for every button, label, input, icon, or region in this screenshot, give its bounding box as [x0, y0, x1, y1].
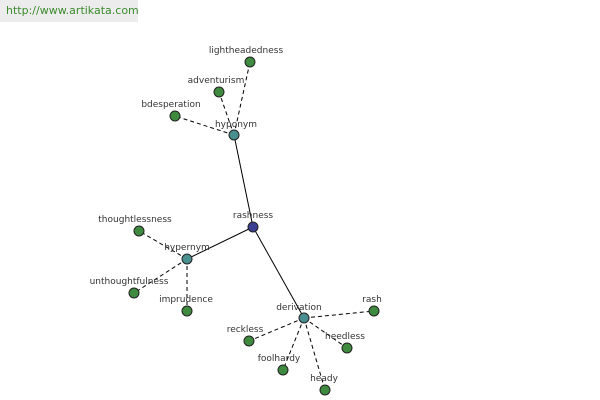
- node-rashness[interactable]: rashness: [233, 211, 274, 233]
- node-marker-rash[interactable]: [368, 305, 380, 317]
- edge-derivation-heady: [303, 317, 326, 391]
- node-lightheadedness[interactable]: lightheadedness: [209, 46, 284, 68]
- node-unthoughtfulness[interactable]: unthoughtfulness: [90, 277, 169, 299]
- site-watermark[interactable]: http://www.artikata.com: [0, 0, 139, 22]
- node-adventurism[interactable]: adventurism: [188, 76, 245, 98]
- node-label-rashness[interactable]: rashness: [233, 211, 274, 221]
- node-foolhardy[interactable]: foolhardy: [258, 354, 301, 376]
- node-label-hypernym[interactable]: hypernym: [164, 243, 210, 253]
- node-label-derivation[interactable]: derivation: [276, 303, 322, 313]
- node-marker-thoughtlessness[interactable]: [133, 225, 145, 237]
- node-label-reckless[interactable]: reckless: [227, 325, 264, 335]
- node-marker-lightheadedness[interactable]: [244, 56, 256, 68]
- node-label-heady[interactable]: heady: [310, 374, 338, 384]
- node-label-unthoughtfulness[interactable]: unthoughtfulness: [90, 277, 169, 287]
- node-label-adventurism[interactable]: adventurism: [188, 76, 245, 86]
- node-imprudence[interactable]: imprudence: [159, 295, 213, 317]
- node-marker-derivation[interactable]: [298, 312, 310, 324]
- edge-derivation-foolhardy: [282, 317, 305, 371]
- edge-derivation-rash: [303, 310, 375, 319]
- node-label-heedless[interactable]: heedless: [325, 332, 365, 342]
- node-hypernym[interactable]: hypernym: [164, 243, 210, 265]
- edge-derivation-reckless: [248, 317, 305, 342]
- node-reckless[interactable]: reckless: [227, 325, 264, 347]
- node-label-rash[interactable]: rash: [362, 295, 382, 305]
- node-label-thoughtlessness[interactable]: thoughtlessness: [98, 215, 172, 225]
- node-marker-hyponym[interactable]: [228, 129, 240, 141]
- edge-hyponym-bdesperation: [174, 115, 235, 136]
- node-derivation[interactable]: derivation: [276, 303, 322, 324]
- node-heedless[interactable]: heedless: [325, 332, 365, 354]
- node-marker-reckless[interactable]: [243, 335, 255, 347]
- node-bdesperation[interactable]: bdesperation: [141, 100, 201, 122]
- node-thoughtlessness[interactable]: thoughtlessness: [98, 215, 172, 237]
- node-marker-imprudence[interactable]: [181, 305, 193, 317]
- node-marker-unthoughtfulness[interactable]: [128, 287, 140, 299]
- edge-derivation-heedless: [303, 317, 348, 349]
- node-label-imprudence[interactable]: imprudence: [159, 295, 213, 305]
- edge-hypernym-unthoughtfulness: [133, 258, 188, 294]
- node-label-hyponym[interactable]: hyponym: [215, 120, 257, 130]
- edge-rashness-hypernym: [186, 226, 254, 260]
- node-label-bdesperation[interactable]: bdesperation: [141, 100, 200, 110]
- node-marker-heady[interactable]: [319, 384, 331, 396]
- edge-hyponym-adventurism: [218, 91, 235, 136]
- node-label-lightheadedness[interactable]: lightheadedness: [209, 46, 284, 56]
- node-marker-heedless[interactable]: [341, 342, 353, 354]
- node-label-foolhardy[interactable]: foolhardy: [258, 354, 301, 364]
- nodes-layer: rashness hyponym hypernym derivation lighthe…: [90, 46, 382, 396]
- edges-layer: [133, 61, 375, 391]
- node-marker-adventurism[interactable]: [213, 86, 225, 98]
- edge-rashness-derivation: [252, 226, 305, 319]
- node-marker-hypernym[interactable]: [181, 253, 193, 265]
- node-heady[interactable]: heady: [310, 374, 339, 396]
- node-marker-foolhardy[interactable]: [277, 364, 289, 376]
- edge-rashness-hyponym: [233, 134, 254, 228]
- node-marker-bdesperation[interactable]: [169, 110, 181, 122]
- node-hyponym[interactable]: hyponym: [215, 120, 257, 141]
- node-marker-rashness[interactable]: [247, 221, 259, 233]
- node-rash[interactable]: rash: [362, 295, 382, 317]
- edge-hypernym-thoughtlessness: [138, 230, 188, 260]
- edge-hyponym-lightheadedness: [233, 61, 251, 136]
